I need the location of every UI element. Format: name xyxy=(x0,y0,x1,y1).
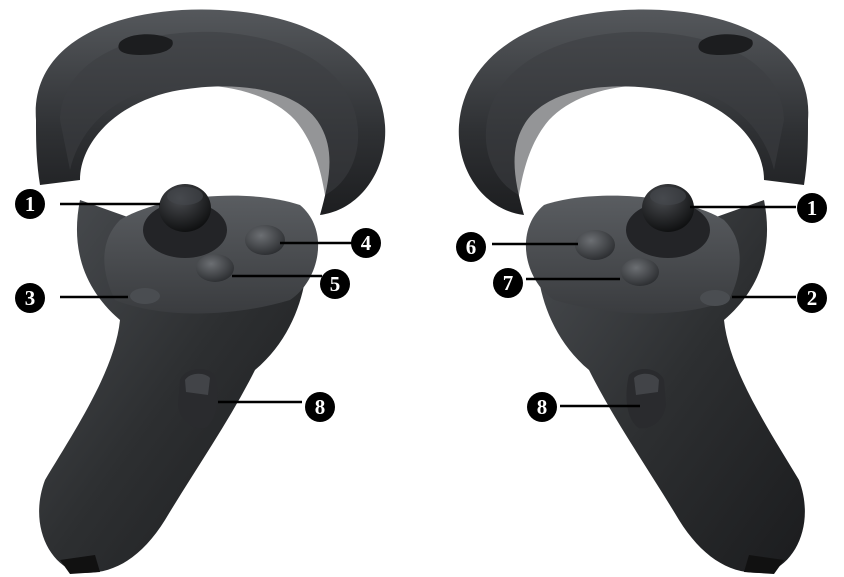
left-ring-sensor-icon xyxy=(118,34,173,55)
callout-right-7: 7 xyxy=(493,268,523,298)
right-system-button xyxy=(700,290,730,306)
callout-right-8: 8 xyxy=(527,392,557,422)
leader-lines xyxy=(60,202,796,408)
callout-right-6: 6 xyxy=(456,232,486,262)
right-grip-highlight xyxy=(634,373,659,395)
left-grip-highlight xyxy=(185,373,210,395)
right-ring-inner xyxy=(485,31,784,195)
right-upper-face-button xyxy=(575,230,615,260)
callout-right-1: 1 xyxy=(797,193,827,223)
callout-left-8: 8 xyxy=(305,392,335,422)
left-thumbstick-top xyxy=(167,187,203,205)
right-thumbstick-top xyxy=(650,187,686,205)
callout-left-4: 4 xyxy=(351,228,381,258)
left-lower-face-button xyxy=(196,254,234,282)
left-ring-inner xyxy=(60,31,359,195)
callout-left-3: 3 xyxy=(15,283,45,313)
left-handle-base xyxy=(60,555,100,574)
left-menu-button xyxy=(130,288,160,304)
right-controller xyxy=(458,9,809,574)
right-lower-face-button xyxy=(621,258,659,286)
left-controller xyxy=(35,9,386,574)
callout-right-2: 2 xyxy=(797,283,827,313)
callout-left-5: 5 xyxy=(320,269,350,299)
callout-left-1: 1 xyxy=(15,189,45,219)
right-ring-sensor-icon xyxy=(698,34,753,55)
left-upper-face-button xyxy=(245,225,285,255)
right-handle-base xyxy=(744,555,784,574)
